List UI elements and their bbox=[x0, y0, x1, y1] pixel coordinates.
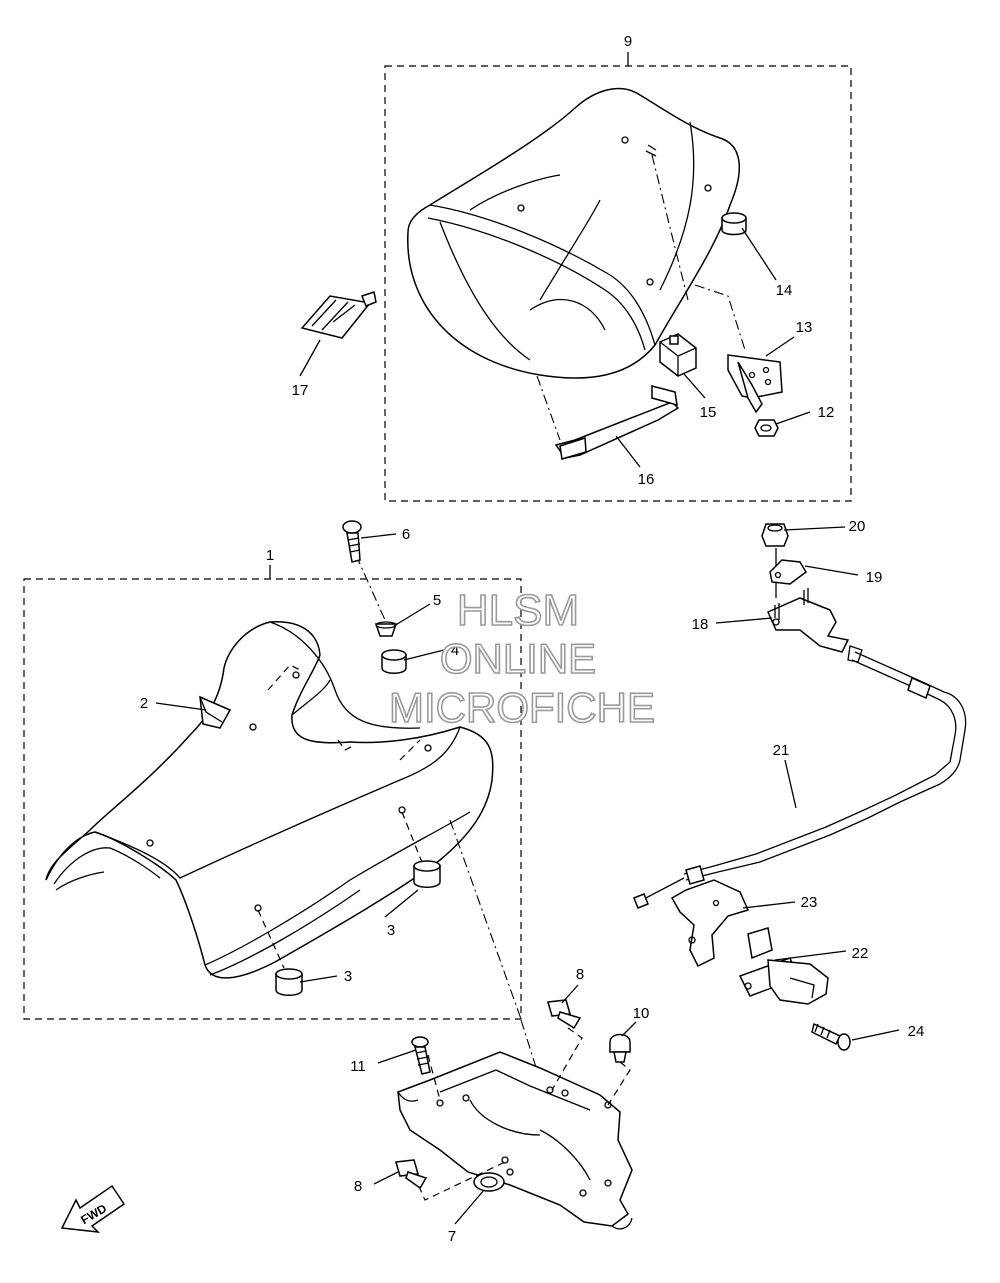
part-17-clip[interactable] bbox=[300, 291, 377, 339]
callout-22: 22 bbox=[852, 945, 869, 962]
part-rear-seat[interactable] bbox=[407, 87, 741, 379]
watermark-line-1: HLSM bbox=[457, 586, 579, 635]
part-8-cable-guide-lower[interactable] bbox=[395, 1159, 428, 1190]
group-frame-rear-seat bbox=[384, 65, 852, 502]
front-seat-guide-line-a bbox=[355, 554, 386, 621]
fwd-direction-arrow: FWD bbox=[60, 1184, 126, 1233]
callout-3-left: 3 bbox=[344, 968, 352, 985]
rear-seat-guide-line-2 bbox=[694, 284, 746, 351]
bracket-guide-line-8a bbox=[551, 1027, 583, 1091]
part-12-nut[interactable] bbox=[754, 419, 779, 437]
callout-7: 7 bbox=[448, 1228, 456, 1245]
front-seat-guide-line-d bbox=[401, 811, 424, 866]
bracket-guide-line-8b bbox=[413, 1161, 506, 1201]
rear-seat-guide-line-3 bbox=[536, 375, 561, 441]
callout-4: 4 bbox=[451, 642, 459, 659]
part-6-bolt[interactable] bbox=[342, 520, 362, 563]
callout-21: 21 bbox=[773, 742, 790, 759]
callout-3-right: 3 bbox=[387, 922, 395, 939]
callout-17: 17 bbox=[292, 382, 309, 399]
callout-20: 20 bbox=[849, 518, 866, 535]
callout-2: 2 bbox=[140, 695, 148, 712]
front-seat-guide-line-b bbox=[449, 819, 522, 1020]
part-front-seat[interactable] bbox=[45, 621, 494, 979]
part-23-cable-holder[interactable] bbox=[670, 879, 750, 968]
callout-12: 12 bbox=[818, 404, 835, 421]
callout-10: 11 bbox=[350, 1058, 366, 1075]
part-19-plate[interactable] bbox=[769, 559, 807, 585]
part-13-bracket[interactable] bbox=[727, 354, 783, 414]
part-7-seat-bracket[interactable] bbox=[397, 1051, 633, 1230]
callout-leaders bbox=[155, 52, 900, 1225]
part-24-bolt[interactable] bbox=[811, 1022, 851, 1051]
callout-14: 14 bbox=[776, 282, 793, 299]
callout-9: 10 bbox=[633, 1005, 650, 1022]
callout-8-upper: 8 bbox=[576, 966, 584, 983]
part-5-collar[interactable] bbox=[374, 621, 398, 637]
callout-16: 16 bbox=[638, 471, 655, 488]
callout-18: 18 bbox=[692, 616, 709, 633]
front-seat-guide-line-e bbox=[257, 909, 285, 969]
bracket-guide-line-10 bbox=[427, 1054, 441, 1101]
callout-1: 1 bbox=[266, 547, 274, 564]
watermark-line-3: MICROFICHE bbox=[389, 684, 655, 731]
watermark-line-2: ONLINE bbox=[440, 635, 596, 682]
part-21-cable[interactable] bbox=[633, 645, 967, 909]
callout-6: 6 bbox=[402, 526, 410, 543]
part-10-bolt[interactable] bbox=[411, 1036, 431, 1075]
part-22-lock-cylinder[interactable] bbox=[738, 927, 829, 1005]
part-9-plug[interactable] bbox=[609, 1033, 631, 1063]
watermark: HLSM ONLINE MICROFICHE bbox=[388, 585, 656, 732]
part-16-strap[interactable] bbox=[554, 385, 680, 460]
callout-5: 5 bbox=[433, 592, 441, 609]
part-4-grommet[interactable] bbox=[381, 649, 407, 674]
callout-labels: 9 1 2 3 3 4 5 6 7 8 8 10 11 12 13 14 15 … bbox=[140, 33, 925, 1245]
part-14-damper[interactable] bbox=[721, 212, 747, 236]
part-3-damper-left[interactable] bbox=[275, 968, 303, 996]
part-8-cable-guide-upper[interactable] bbox=[547, 999, 582, 1030]
callout-19: 19 bbox=[866, 569, 883, 586]
callout-23: 23 bbox=[801, 894, 818, 911]
callout-13: 13 bbox=[796, 319, 813, 336]
part-3-damper-right[interactable] bbox=[413, 860, 441, 888]
bracket-guide-line-9 bbox=[607, 1061, 631, 1106]
callout-11: 9 bbox=[624, 33, 632, 50]
part-2-label-tag[interactable] bbox=[199, 695, 232, 729]
rear-seat-guide-line bbox=[651, 154, 689, 301]
part-18-lock-lever[interactable] bbox=[767, 588, 850, 653]
callout-24: 24 bbox=[908, 1023, 925, 1040]
callout-8-lower: 8 bbox=[354, 1178, 362, 1195]
part-15-block[interactable] bbox=[659, 333, 697, 377]
callout-15: 15 bbox=[700, 404, 717, 421]
part-20-nut[interactable] bbox=[761, 523, 789, 547]
